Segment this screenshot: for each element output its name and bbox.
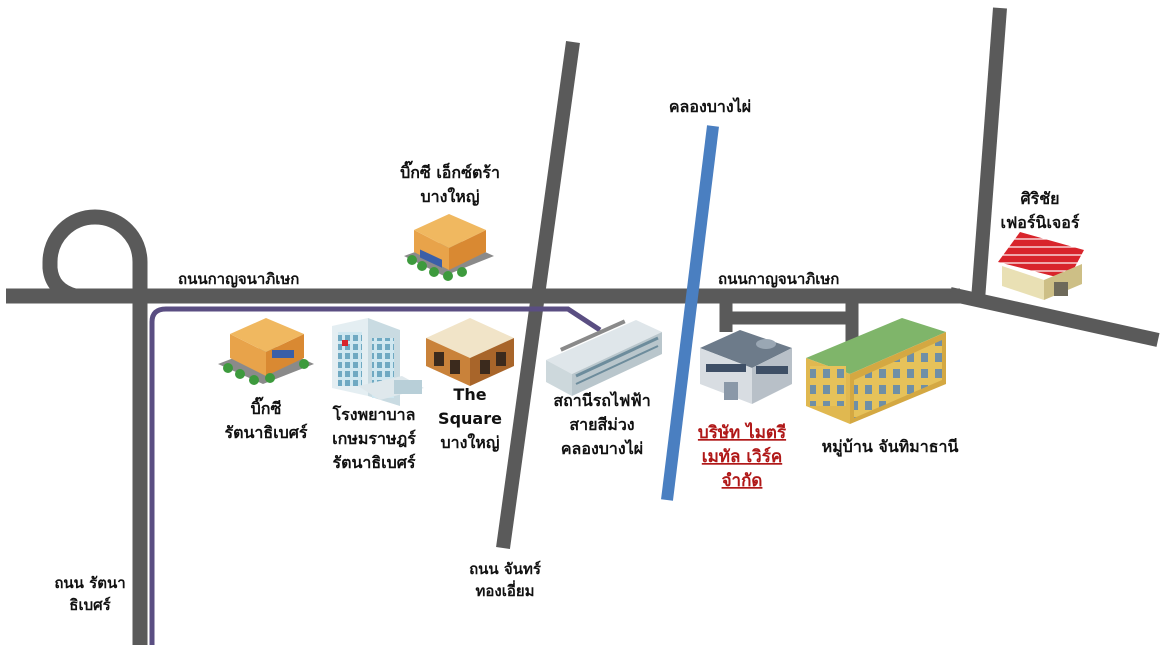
the-square-building-icon	[426, 318, 514, 386]
square-label-3: บางใหญ่	[441, 433, 500, 453]
village-houses-icon	[806, 318, 946, 424]
hospital-label-1: โรงพยาบาล	[332, 404, 416, 424]
canal-label: คลองบางไผ่	[669, 97, 751, 116]
bigc-building-icon	[218, 318, 314, 385]
furniture-store-icon	[998, 232, 1084, 300]
road-label-rattanathibet-1: ถนน รัตนา	[54, 574, 125, 592]
bigc-label-2: รัตนาธิเบศร์	[224, 423, 307, 442]
road-label-chanthongaiam-2: ทองเอี่ยม	[475, 580, 534, 600]
square-label-1: The	[453, 385, 486, 404]
bigc-extra-label-2: บางใหญ่	[421, 187, 480, 207]
company-label-3[interactable]: จำกัด	[722, 471, 763, 491]
bigc-extra-label-1: บิ๊กซี เอ็กซ์ตร้า	[400, 160, 500, 182]
road-network	[6, 7, 1160, 645]
skytrain-station-icon	[546, 319, 662, 396]
hospital-label-2: เกษมราษฎร์	[332, 429, 416, 448]
road-label-kanchanaphisek-east: ถนนกาญจนาภิเษก	[718, 270, 839, 288]
interchange-loop	[42, 209, 148, 306]
road-siri-access	[971, 7, 1007, 301]
hospital-label-3: รัตนาธิเบศร์	[332, 453, 415, 472]
hospital-building-icon	[332, 318, 424, 406]
road-east-branch	[948, 287, 1160, 347]
canal-khlong-bang-phai	[661, 125, 719, 501]
road-chanthongaiam	[496, 41, 580, 549]
siri-label-1: ศิริชัย	[1021, 189, 1060, 208]
square-label-2: Square	[438, 409, 502, 428]
company-factory-icon	[700, 330, 792, 404]
company-label-1[interactable]: บริษัท ไมตรี	[698, 422, 787, 443]
map-labels: ถนนกาญจนาภิเษก ถนนกาญจนาภิเษก ถนน รัตนา …	[54, 97, 1080, 614]
village-label: หมู่บ้าน จันทิมาธานี	[822, 437, 959, 458]
purple-line-track	[149, 306, 602, 645]
station-label-3: คลองบางไผ่	[561, 439, 643, 458]
bigc-extra-building-icon	[404, 214, 494, 281]
road-label-rattanathibet-2: ธิเบศร์	[69, 596, 111, 614]
road-label-kanchanaphisek-west: ถนนกาญจนาภิเษก	[178, 270, 299, 288]
company-label-2[interactable]: เมทัล เวิร์ค	[702, 446, 782, 467]
station-label-2: สายสีม่วง	[569, 415, 634, 434]
station-label-1: สถานีรถไฟฟ้า	[553, 391, 650, 410]
siri-label-2: เฟอร์นิเจอร์	[1001, 213, 1080, 232]
road-label-chanthongaiam-1: ถนน จันทร์	[469, 560, 542, 578]
bigc-label-1: บิ๊กซี	[251, 396, 282, 418]
